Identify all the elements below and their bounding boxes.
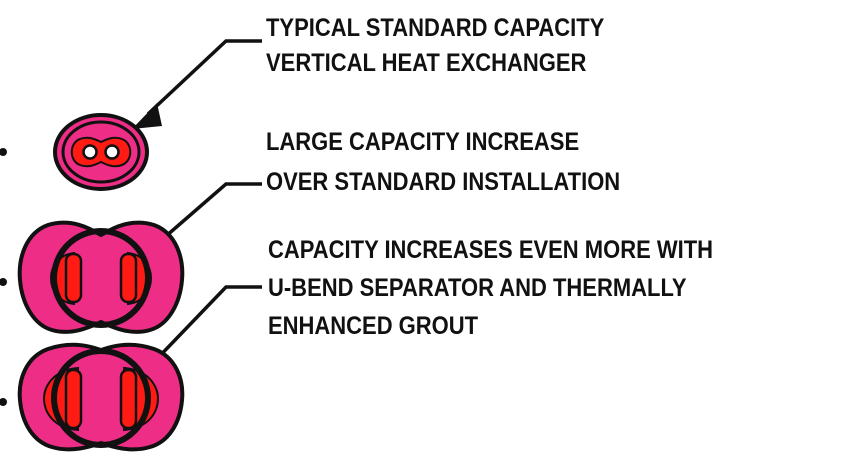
label-line: TYPICAL STANDARD CAPACITY [266,14,605,42]
label-line: OVER STANDARD INSTALLATION [266,168,620,196]
bore-standard-thermal-zone [70,136,132,168]
edge-mark-3 [0,398,7,406]
label-line: U-BEND SEPARATOR AND THERMALLY [268,274,687,302]
leader-line-1 [146,39,262,116]
bore-enhanced [17,342,185,452]
leader-line-3 [150,285,262,366]
leader-line-2 [148,182,262,252]
label-large-capacity: LARGE CAPACITY INCREASE OVER STANDARD IN… [266,128,620,196]
u-tube-pipe-left [64,368,83,430]
label-enhanced-capacity: CAPACITY INCREASES EVEN MORE WITH U-BEND… [268,236,713,340]
label-line: LARGE CAPACITY INCREASE [266,128,579,156]
bore-large-grout [17,220,185,334]
label-line: ENHANCED GROUT [268,312,479,340]
u-tube-pipe-right [119,252,138,304]
edge-marks [0,148,7,406]
u-tube-pipe-left [82,144,98,160]
label-standard-capacity: TYPICAL STANDARD CAPACITY VERTICAL HEAT … [266,14,605,77]
bore-large [17,220,185,334]
label-line: VERTICAL HEAT EXCHANGER [266,49,586,77]
bore-standard [53,113,149,191]
label-line: CAPACITY INCREASES EVEN MORE WITH [268,236,713,264]
u-tube-pipe-right [119,368,138,430]
u-tube-pipe-right [104,144,120,160]
edge-mark-1 [0,148,7,156]
leader-lines [146,39,262,366]
bore-enhanced-borehole-outline [51,348,151,448]
bore-large-borehole-outline [51,228,151,328]
bore-standard-wall [61,120,141,184]
arrowhead-1 [132,103,162,129]
edge-mark-2 [0,278,7,286]
u-tube-pipe-left [64,252,83,304]
